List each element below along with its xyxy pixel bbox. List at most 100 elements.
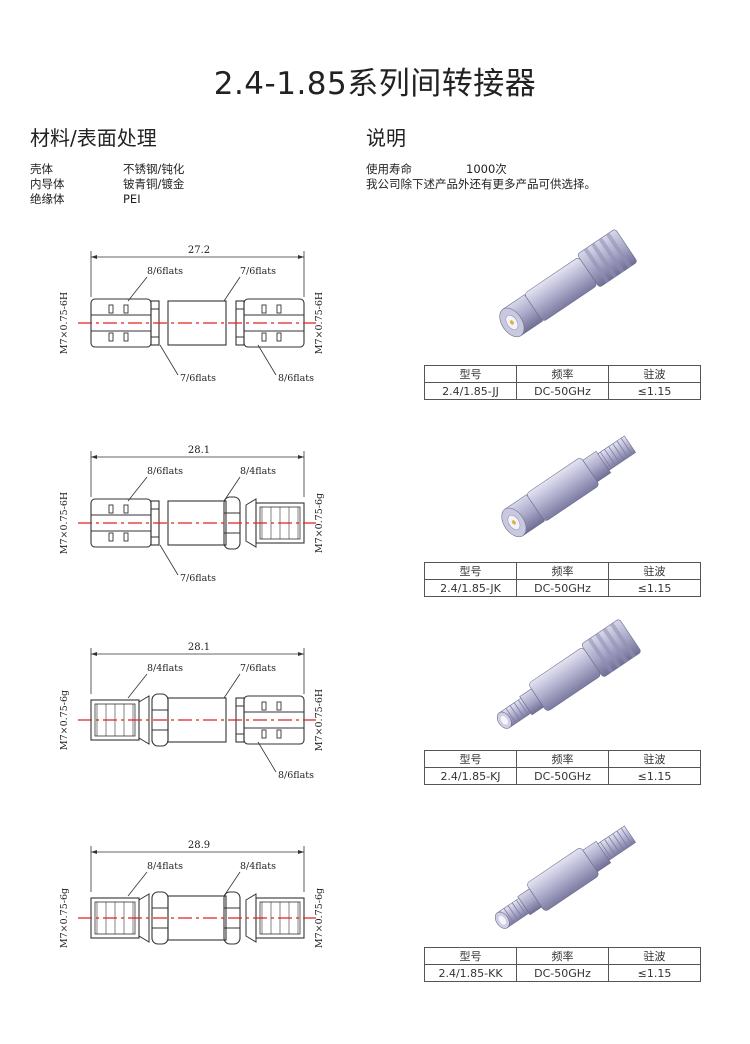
plug-shoulder xyxy=(138,893,150,943)
leader-line xyxy=(223,871,241,897)
life-row: 使用寿命 1000次 xyxy=(366,162,507,176)
right-thread-label: M7×0.75-6H xyxy=(314,292,325,354)
render-thread-line xyxy=(600,451,612,469)
header-model: 型号 xyxy=(424,750,517,768)
flats-label: 7/6flats xyxy=(240,663,276,674)
flats-label: 8/6flats xyxy=(278,770,314,781)
adapter-body xyxy=(167,500,227,546)
leader-line xyxy=(159,544,179,576)
render-thread-line xyxy=(616,830,629,848)
leader-line xyxy=(127,673,148,699)
header-model: 型号 xyxy=(424,562,517,580)
spec-header-row: 型号 频率 驻波 xyxy=(424,365,701,383)
nut-slot xyxy=(261,729,267,739)
spec-header-row: 型号 频率 驻波 xyxy=(424,750,701,768)
render-knurl xyxy=(591,242,617,279)
materials-heading: 材料/表面处理 xyxy=(30,126,157,150)
spec-table: 型号 频率 驻波 2.4/1.85-KK DC-50GHz ≤1.15 xyxy=(424,947,701,982)
render-pin xyxy=(510,320,514,325)
product-render xyxy=(494,825,636,929)
leader-line xyxy=(223,276,241,302)
render-thread-line xyxy=(612,833,625,851)
leader-line xyxy=(127,276,148,302)
render-thread-line xyxy=(511,902,523,918)
adapter-drawing: 27.2M7×0.75-6H M7×0.75-6H 8/6flats 7/6flats… xyxy=(59,245,325,384)
spec-value-row: 2.4/1.85-KK DC-50GHz ≤1.15 xyxy=(424,964,701,982)
leader-line xyxy=(223,673,241,699)
product-render xyxy=(501,435,636,538)
render-thread-line xyxy=(604,449,617,467)
render-thread-line xyxy=(608,836,621,854)
spec-header-row: 型号 频率 驻波 xyxy=(424,562,701,580)
header-frequency: 频率 xyxy=(516,947,609,965)
spec-table: 型号 频率 驻波 2.4/1.85-JJ DC-50GHz ≤1.15 xyxy=(424,365,701,400)
render-knurl xyxy=(610,622,636,658)
vswr-value: ≤1.15 xyxy=(608,382,701,400)
life-value: 1000次 xyxy=(466,162,507,176)
nut-slot xyxy=(261,332,267,342)
render-thread-line xyxy=(516,899,527,916)
life-label: 使用寿命 xyxy=(366,162,412,176)
right-thread-label: M7×0.75-6g xyxy=(314,888,325,948)
header-frequency: 频率 xyxy=(516,365,609,383)
render-pin xyxy=(512,520,516,525)
leader-line xyxy=(159,344,179,376)
spec-header-row: 型号 频率 驻波 xyxy=(424,947,701,965)
flats-label: 7/6flats xyxy=(180,573,216,584)
render-dielectric xyxy=(500,715,509,725)
product-render xyxy=(499,229,637,338)
render-knurl xyxy=(602,627,629,664)
spec-table: 型号 频率 驻波 2.4/1.85-KJ DC-50GHz ≤1.15 xyxy=(424,750,701,785)
nut-slot xyxy=(108,332,114,342)
header-vswr: 驻波 xyxy=(608,750,701,768)
render-thread-line xyxy=(620,827,633,845)
render-knurl xyxy=(606,232,632,268)
flats-label: 8/6flats xyxy=(147,266,183,277)
material-part: 内导体 xyxy=(30,177,65,191)
plug-shoulder xyxy=(245,498,257,548)
nut-slot xyxy=(108,532,114,542)
spec-value-row: 2.4/1.85-JJ DC-50GHz ≤1.15 xyxy=(424,382,701,400)
right-thread-label: M7×0.75-6g xyxy=(314,493,325,553)
header-model: 型号 xyxy=(424,365,517,383)
frequency-value: DC-50GHz xyxy=(516,382,609,400)
description-note: 我公司除下述产品外还有更多产品可供选择。 xyxy=(366,177,596,191)
nut-slot xyxy=(123,532,129,542)
flats-label: 8/6flats xyxy=(278,373,314,384)
render-knurl xyxy=(598,237,625,274)
leader-line xyxy=(257,741,277,773)
page-title: 2.4-1.85系列间转接器 xyxy=(213,66,537,102)
material-part: 绝缘体 xyxy=(30,192,65,206)
nut-slot xyxy=(276,701,282,711)
nut-slot xyxy=(276,729,282,739)
spec-table: 型号 频率 驻波 2.4/1.85-JK DC-50GHz ≤1.15 xyxy=(424,562,701,597)
arrow-head xyxy=(91,455,97,459)
vswr-value: ≤1.15 xyxy=(608,964,701,982)
nut-slot xyxy=(123,332,129,342)
flats-label: 7/6flats xyxy=(240,266,276,277)
nut-slot xyxy=(261,304,267,314)
render-thread-line xyxy=(600,841,612,859)
nut-slot xyxy=(123,304,129,314)
plug-shoulder xyxy=(245,893,257,943)
render-thread-line xyxy=(513,702,525,718)
frequency-value: DC-50GHz xyxy=(516,964,609,982)
header-vswr: 驻波 xyxy=(608,365,701,383)
left-thread-label: M7×0.75-6H xyxy=(59,492,70,554)
dimension-label: 27.2 xyxy=(188,245,210,256)
arrow-head xyxy=(298,652,304,656)
render-knurl xyxy=(595,632,621,669)
material-value: 铍青铜/镀金 xyxy=(123,177,185,191)
header-vswr: 驻波 xyxy=(608,562,701,580)
render-thread-line xyxy=(505,708,517,724)
arrow-head xyxy=(298,455,304,459)
spec-value-row: 2.4/1.85-JK DC-50GHz ≤1.15 xyxy=(424,579,701,597)
model-value: 2.4/1.85-KJ xyxy=(424,767,517,785)
render-dielectric xyxy=(498,915,507,925)
flats-label: 8/4flats xyxy=(147,663,183,674)
spec-value-row: 2.4/1.85-KJ DC-50GHz ≤1.15 xyxy=(424,767,701,785)
left-thread-label: M7×0.75-6H xyxy=(59,292,70,354)
leader-line xyxy=(127,476,148,502)
